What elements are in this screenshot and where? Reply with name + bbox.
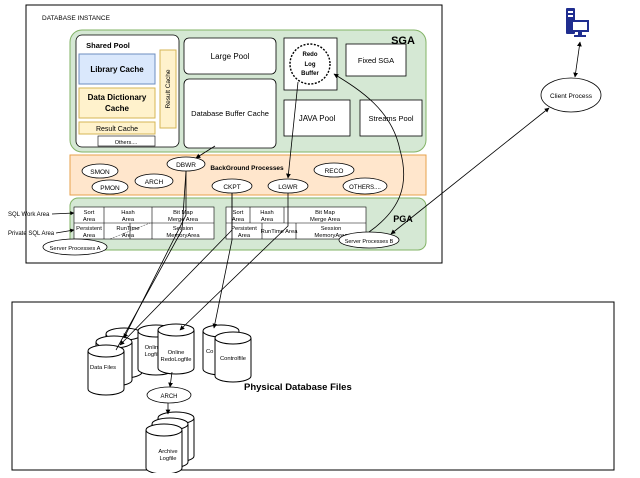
- large-pool-box: [183, 37, 277, 75]
- controlfile-back-label: Co: [206, 349, 213, 355]
- pga-a-runtime-1: RunTime: [116, 226, 139, 232]
- reco-label: RECO: [325, 168, 344, 175]
- computer-icon: [566, 8, 589, 37]
- streams-pool-label: Streams Pool: [368, 114, 413, 123]
- online-redo-cylinders: [157, 323, 195, 375]
- pga-b-hash-2: Area: [261, 217, 274, 223]
- connectors: [115, 41, 582, 415]
- redo-label-1: Redo: [303, 52, 318, 58]
- pga-b-sort-2: Area: [232, 217, 245, 223]
- redo-label-2: Log: [305, 62, 316, 68]
- db-buffer-cache-box: [183, 78, 277, 149]
- java-pool-label: JAVA Pool: [299, 114, 336, 123]
- library-cache-label: Library Cache: [90, 65, 144, 74]
- java-pool-box: [283, 99, 351, 137]
- data-dictionary-cache-label: Data Dictionary: [88, 93, 147, 102]
- pga-a-sort-1: Sort: [84, 210, 95, 216]
- reco-process: [313, 162, 355, 178]
- client-process-label: Client Process: [550, 93, 593, 100]
- arch-label: ARCH: [145, 179, 164, 186]
- pga-b-bitmap-1: Bit Map: [315, 210, 335, 216]
- pga-a-session-2: MemoryArea: [166, 233, 200, 239]
- pga-a-runtime-2: Area: [122, 233, 135, 239]
- pga-a-hash-1: Hash: [121, 210, 135, 216]
- server-process-b-label: Server Processes B: [345, 239, 394, 245]
- sql-work-area-label: SQL Work Area: [8, 212, 50, 218]
- pmon-process: [91, 179, 129, 195]
- dbwr-label: DBWR: [176, 162, 196, 169]
- private-sql-area-label: Private SQL Area: [8, 231, 55, 237]
- background-processes-title: BackGround Processes: [210, 165, 284, 172]
- archive-logfile-label-1: Archive: [158, 449, 177, 455]
- fixed-sga-box: [345, 43, 407, 77]
- pga-b-grid: Sort Area Hash Area Bit Map Merge Area P…: [225, 206, 367, 240]
- pga-a-session-1: Session: [173, 226, 194, 232]
- arch-process: [134, 173, 174, 189]
- smon-label: SMON: [90, 169, 110, 176]
- shared-others-label: Others....: [115, 140, 138, 146]
- data-files-label: Data Files: [90, 365, 116, 371]
- pga-b-persistent-1: Persistent: [231, 226, 257, 232]
- others-process-label: OTHERS....: [349, 185, 381, 191]
- pga-a-hash-2: Area: [122, 217, 135, 223]
- fixed-sga-label: Fixed SGA: [358, 56, 394, 65]
- physical-files-title: Physical Database Files: [244, 382, 352, 393]
- pga-a-persistent-2: Area: [83, 233, 96, 239]
- online-logfile-label-1: Online: [145, 345, 162, 351]
- redo-log-buffer-circle: [289, 43, 331, 85]
- online-logfile-label-2: Logfile: [144, 352, 161, 358]
- controlfile-label: Controlfile: [220, 356, 246, 362]
- server-process-a-label: Server Processes A: [50, 246, 101, 252]
- server-process-a: [42, 238, 108, 256]
- pga-b-sort-1: Sort: [233, 210, 244, 216]
- pga-a-persistent-1: Persistent: [76, 226, 102, 232]
- others-process: [342, 177, 388, 195]
- lgwr-label: LGWR: [278, 184, 298, 191]
- private-sql-area-arrow: [55, 228, 75, 234]
- data-dictionary-cache-box: [78, 87, 156, 119]
- sql-work-area-arrow: [51, 211, 75, 216]
- database-instance-title: DATABASE INSTANCE: [42, 15, 111, 22]
- result-cache-vertical-label: Result Cache: [165, 69, 172, 108]
- online-redo-label-1: Online: [168, 350, 185, 356]
- pga-b-runtime: RunTime Area: [261, 229, 299, 235]
- library-cache-box: [78, 53, 156, 85]
- redo-label-3: Buffer: [301, 71, 319, 77]
- result-cache-vertical-box: [159, 49, 177, 129]
- result-cache-box: [78, 121, 156, 135]
- archive-logfile-label-2: Logfile: [159, 456, 176, 462]
- pga-a-grid: Sort Area Hash Area Bit Map Merge Area P…: [73, 206, 215, 240]
- online-redo-label-2: RedoLogfile: [161, 357, 192, 363]
- result-cache-label: Result Cache: [96, 126, 138, 133]
- pga-b-persistent-2: Area: [238, 233, 251, 239]
- shared-pool-label: Shared Pool: [86, 41, 130, 50]
- arch-bottom-label: ARCH: [160, 394, 177, 400]
- pmon-label: PMON: [100, 185, 120, 192]
- client-process: [540, 77, 602, 113]
- smon-process: [81, 163, 119, 179]
- db-buffer-cache-label: Database Buffer Cache: [191, 109, 269, 118]
- data-dictionary-cache-label-2: Cache: [105, 104, 130, 113]
- ckpt-label: CKPT: [223, 184, 240, 191]
- pga-b-hash-1: Hash: [260, 210, 274, 216]
- shared-others-box: [97, 135, 156, 147]
- pga-b-session-1: Session: [321, 226, 342, 232]
- pga-a-sort-2: Area: [83, 217, 96, 223]
- pga-b-session-2: MemoryArea: [314, 233, 348, 239]
- pga-b-bitmap-2: Merge Area: [310, 217, 341, 223]
- large-pool-label: Large Pool: [211, 52, 250, 61]
